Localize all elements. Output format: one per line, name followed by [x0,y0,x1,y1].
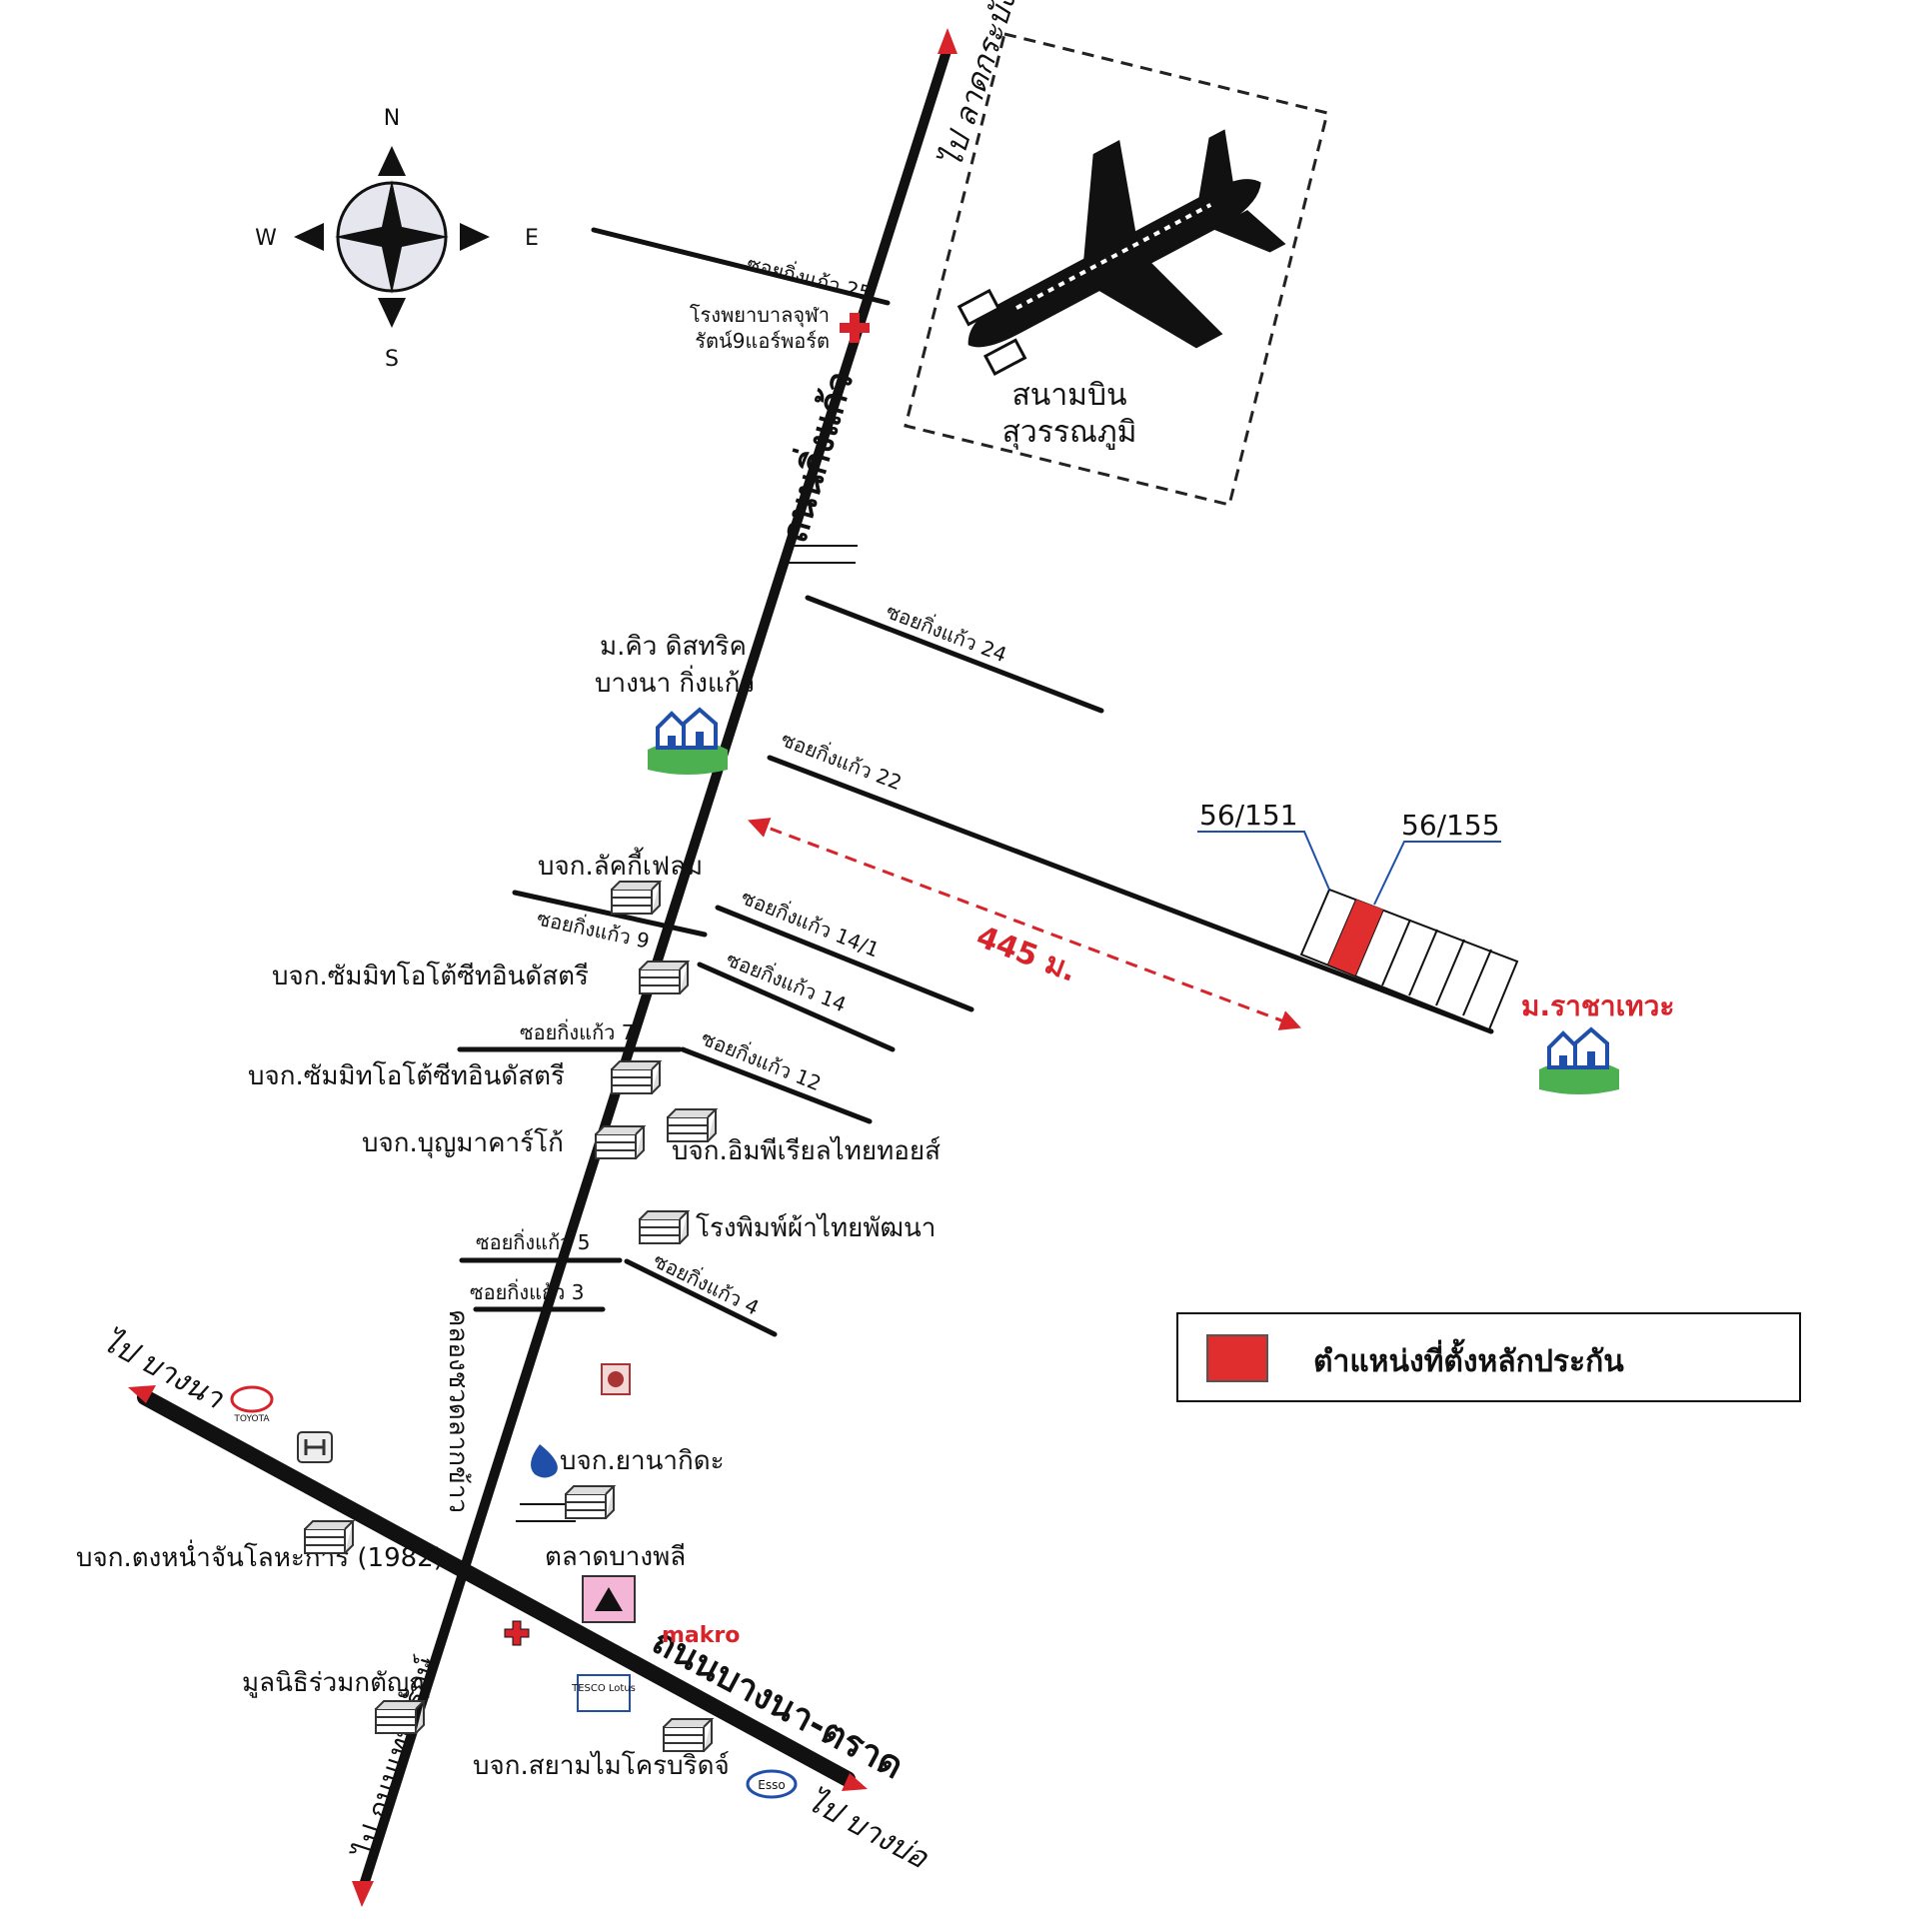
hospital-cross-icon [840,313,870,343]
market-label: ตลาดบางพลี [545,1542,686,1572]
bangbo-arrow-icon [842,1773,868,1791]
yanagida-building-icon [565,1485,615,1519]
market-icon [582,1575,636,1623]
soi-12 [680,1046,873,1124]
imperial-label: บจก.อิมพีเรียลไทยทอยส์ [672,1135,941,1166]
printing-building-icon [639,1210,689,1244]
foundation-building-icon [375,1700,425,1734]
foundation-label: มูลนิธิร่วมกตัญญู [242,1668,431,1698]
compass-e: E [525,226,539,251]
kingkaew-road-label: ถนนกิ่งแก้ว [768,366,862,548]
rachathewa-house-icon [1537,1027,1621,1096]
summit1-building-icon [639,961,689,994]
summit2-building-icon [611,1060,661,1094]
south-arrow-road-icon [352,1881,374,1907]
temple-icon [601,1363,631,1395]
ptt-station-icon [531,1444,558,1478]
north-arrow-icon [378,146,406,176]
tesco-lotus-icon: TESCO Lotus [571,1674,636,1712]
plot-p2-leader [1373,841,1501,906]
honda-icon [297,1431,333,1463]
soi-7-label: ซอยกิ่งแก้ว 7 [520,1018,635,1044]
compass-n: N [384,106,400,131]
bangbo-label: ไป บางบ่อ [801,1783,935,1876]
qdistrict-house-icon [646,708,730,777]
printing-label: โรงพิมพ์ผ้าไทยพัฒนา [696,1212,936,1243]
summit2-label: บจก.ซัมมิทโอโต้ซีทอินดัสตรี [248,1060,565,1091]
soi-4 [624,1258,778,1337]
boonma-label: บจก.บุญมาคาร์โก้ [362,1127,564,1158]
yanagida-label: บจก.ยานากิดะ [560,1446,725,1476]
soi-12-label: ซอยกิ่งแก้ว 12 [698,1024,826,1096]
soi-25-label: ซอยกิ่งแก้ว 25 [745,250,875,306]
siam-label: บจก.สยามไมโครบริดจ์ [473,1750,730,1781]
distance-arrow [748,818,1301,1030]
clinic-cross-icon [504,1620,530,1646]
qdistrict-label-1: ม.คิว ดิสทริค [600,632,747,662]
east-arrow-icon [460,223,490,251]
toyota-icon: TOYOTA [230,1385,274,1424]
rachathewa-label: ม.ราชาเทวะ [1521,989,1674,1022]
esso-icon: Esso [746,1769,798,1799]
tesco-label: TESCO Lotus [571,1683,636,1694]
compass-s: S [385,347,399,372]
plot-p1-leader [1197,831,1330,891]
soi-24 [805,595,1104,714]
summit1-label: บจก.ซัมมิทโอโต้ซีทอินดัสตรี [272,961,589,991]
plot-p2-label: 56/155 [1401,809,1500,842]
makro-label: makro [662,1623,740,1648]
legend: ตำแหน่งที่ตั้งหลักประกัน [1176,1312,1801,1402]
plot-group [1299,888,1519,1031]
hospital-label-1: โรงพยาบาลจุฬา [690,303,830,328]
airplane-icon [957,129,1286,377]
latkrabang-label: ไป ลาดกระบัง [934,0,1023,172]
esso-label: Esso [758,1778,785,1792]
legend-swatch [1206,1334,1268,1382]
klong-label: คลองชวดลากข้าว [443,1309,473,1513]
airport-label-2: สุวรรณภูมิ [1002,415,1137,451]
plot-p1-label: 56/151 [1199,799,1298,832]
north-arrow-road-icon [938,28,958,54]
compass: N S E W [255,106,539,372]
bangna-arrow-icon [128,1385,156,1403]
distance-label: 445 ม. [971,920,1081,989]
south-arrow-icon [378,298,406,328]
collateral-plot [1328,900,1383,975]
tanghua-label: บจก.ตงหน่ำจันโลหะการ (1982) [76,1539,444,1573]
airport-area: สนามบิน สุวรรณภูมิ [904,32,1329,507]
soi-5-label: ซอยกิ่งแก้ว 5 [476,1228,591,1254]
bangna-trat-road [137,1389,856,1787]
lucky-label: บจก.ลัคกี้เฟลม [538,847,703,882]
soi-22 [767,755,1494,1034]
siam-building-icon [663,1718,713,1752]
tanghua-building-icon [304,1520,354,1554]
soi-3-label: ซอยกิ่งแก้ว 3 [470,1278,585,1304]
imperial-building-icon [667,1108,717,1142]
airport-label-1: สนามบิน [1012,378,1127,413]
toyota-label: TOYOTA [233,1414,270,1424]
lucky-building-icon [611,881,661,915]
soi-25 [591,227,891,306]
qdistrict-label-2: บางนา กิ่งแก้ว [595,665,755,699]
boonma-building-icon [595,1125,645,1159]
west-arrow-icon [294,223,324,251]
bridge-mark [788,545,858,564]
legend-label: ตำแหน่งที่ตั้งหลักประกัน [1313,1344,1624,1379]
hospital-label-2: รัตน์9แอร์พอร์ต [695,329,830,353]
compass-w: W [255,226,277,251]
soi-9 [512,890,708,938]
